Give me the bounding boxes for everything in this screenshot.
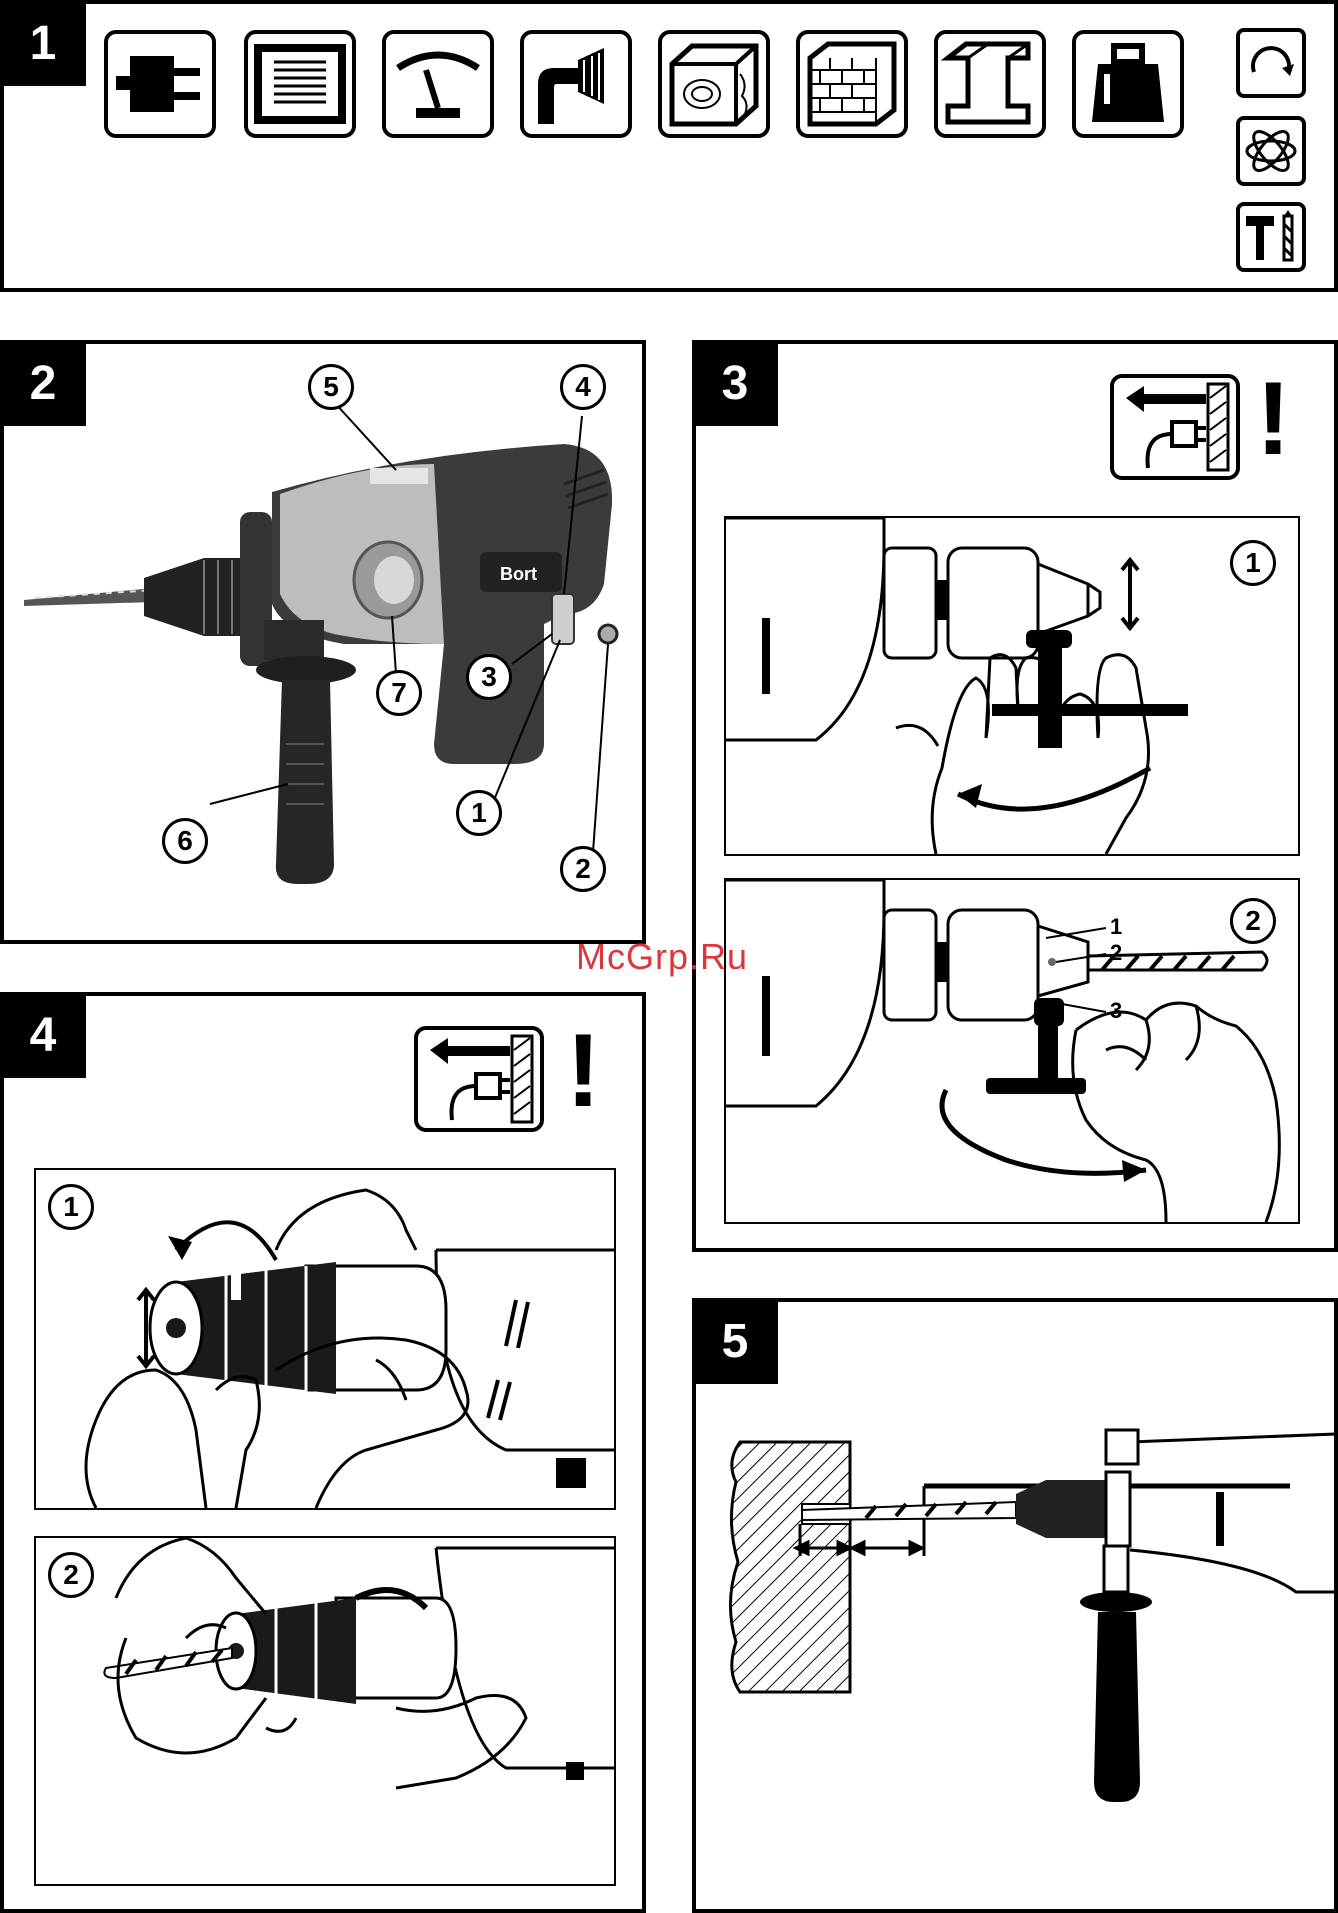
panel-number: 3 (692, 340, 778, 426)
gauge-icon (382, 30, 494, 138)
part-label-2: 2 (1110, 940, 1122, 966)
watermark: McGrp.Ru (576, 936, 748, 978)
panel-5: 5 (692, 1298, 1338, 1913)
vibration-icon (1236, 116, 1306, 186)
callout-4: 4 (560, 364, 606, 410)
motor-icon (244, 30, 356, 138)
drill-chuck-icon (520, 30, 632, 138)
frame-label-1: 1 (1230, 540, 1276, 586)
part-label-1: 1 (1110, 914, 1122, 940)
unplug-warning-icon (414, 1026, 544, 1132)
unplug-warning-icon (1110, 374, 1240, 480)
panel-4: 4 ! (0, 992, 646, 1913)
frame-label-1: 1 (48, 1184, 94, 1230)
depth-stop-illustration (696, 1302, 1336, 1911)
panel-2: 2 Bort (0, 340, 646, 944)
brand-logo: Bort (500, 564, 537, 584)
frame-keyless-loosen: 1 (34, 1168, 616, 1510)
frame-label-2: 2 (48, 1552, 94, 1598)
part-label-3: 3 (1110, 998, 1122, 1024)
frame-chuck-key: 1 (724, 516, 1300, 856)
panel-number: 1 (0, 0, 86, 86)
panel-1: 1 (0, 0, 1338, 292)
plug-icon (104, 30, 216, 138)
weight-icon (1072, 30, 1184, 138)
callout-7: 7 (376, 670, 422, 716)
wood-icon (658, 30, 770, 138)
panel-number: 4 (0, 992, 86, 1078)
panel-3: 3 ! (692, 340, 1338, 1252)
rotation-icon (1236, 28, 1306, 98)
callout-1: 1 (456, 790, 502, 836)
callout-6: 6 (162, 818, 208, 864)
callout-3: 3 (466, 654, 512, 700)
warning-exclamation: ! (1256, 364, 1291, 474)
hammer-drill-icon (1236, 202, 1306, 272)
frame-insert-bit: 2 1 2 3 (724, 878, 1300, 1224)
frame-keyless-tighten: 2 (34, 1536, 616, 1886)
drill-photo: Bort (4, 344, 644, 942)
frame-label-2: 2 (1230, 898, 1276, 944)
steel-beam-icon (934, 30, 1046, 138)
warning-exclamation: ! (566, 1016, 601, 1126)
brick-icon (796, 30, 908, 138)
callout-2: 2 (560, 846, 606, 892)
callout-5: 5 (308, 364, 354, 410)
